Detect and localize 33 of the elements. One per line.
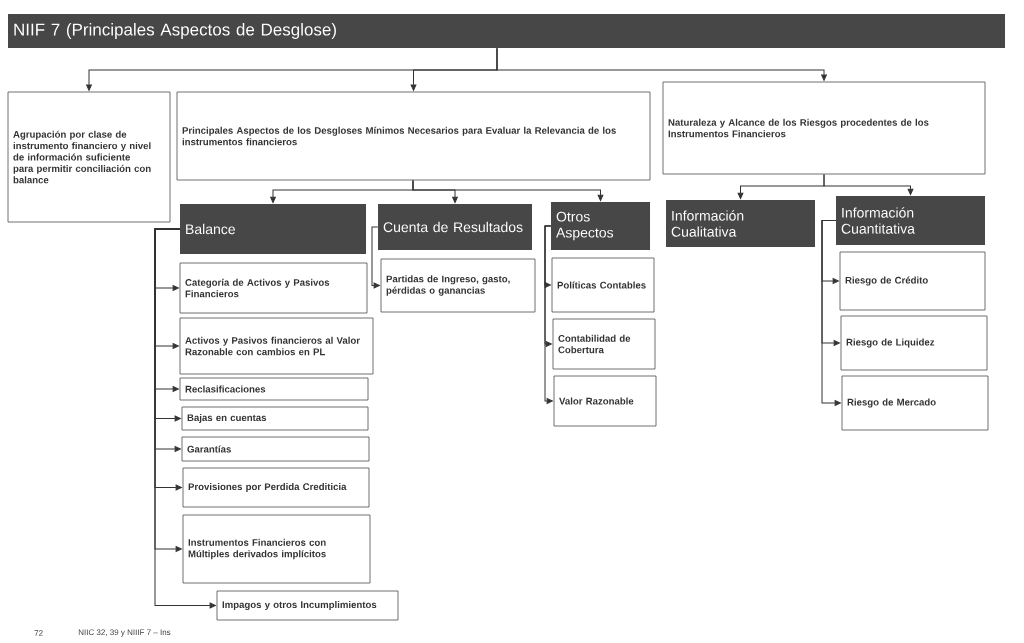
text-box: Impagos y otros Incumplimientos [216, 590, 399, 621]
text-box: Agrupación por clase de instrumento financiero y nivel de información suficiente para permitir conciliación con balance [7, 91, 171, 223]
category-header: Información Cualitativa [666, 200, 815, 247]
category-header: Balance [180, 204, 366, 254]
arrow [544, 225, 553, 404]
text-box: Provisiones por Perdida Crediticia [182, 467, 370, 508]
text-box: Reclasificaciones [179, 377, 369, 401]
footer-text: NIIC 32, 39 y NIIIF 7 – Ins [78, 629, 171, 637]
arrow [823, 173, 914, 196]
arrow [821, 220, 841, 406]
text-box: Instrumentos Financieros con Múltiples derivados implícitos [182, 514, 371, 584]
category-header: Otros Aspectos [551, 202, 650, 250]
text-box: Activos y Pasivos financieros al Valor Razonable con cambios en PL [179, 317, 374, 375]
text-box: Contabilidad de Cobertura [552, 318, 656, 370]
text-box: Políticas Contables [551, 257, 655, 313]
text-box: Categoría de Activos y Pasivos Financieros [179, 262, 368, 314]
category-header: Información Cuantitativa [836, 196, 985, 245]
text-box: Riesgo de Mercado [841, 375, 989, 431]
text-box: Riesgo de Crédito [839, 251, 986, 311]
footer-text: 72 [34, 630, 43, 636]
arrow [412, 179, 604, 202]
text-box: Partidas de Ingreso, gasto, pérdidas o ganancias [380, 258, 536, 313]
text-box: Principales Aspectos de los Desgloses Mínimos Necesarios para Evaluar la Relevancia de los instrumentos financieros [176, 91, 651, 181]
arrow [371, 226, 380, 289]
text-box: Riesgo de Liquidez [840, 315, 988, 371]
arrow [496, 47, 827, 81]
category-header: Cuenta de Resultados [378, 204, 532, 250]
title-banner: NIIF 7 (Principales Aspectos de Desglose) [8, 14, 1005, 48]
text-box: Naturaleza y Alcance de los Riesgos procedentes de los Instrumentos Financieros [662, 81, 986, 175]
text-box: Valor Razonable [553, 375, 657, 427]
arrow [154, 228, 216, 609]
text-box: Garantías [181, 436, 370, 462]
text-box: Bajas en cuentas [181, 406, 369, 431]
